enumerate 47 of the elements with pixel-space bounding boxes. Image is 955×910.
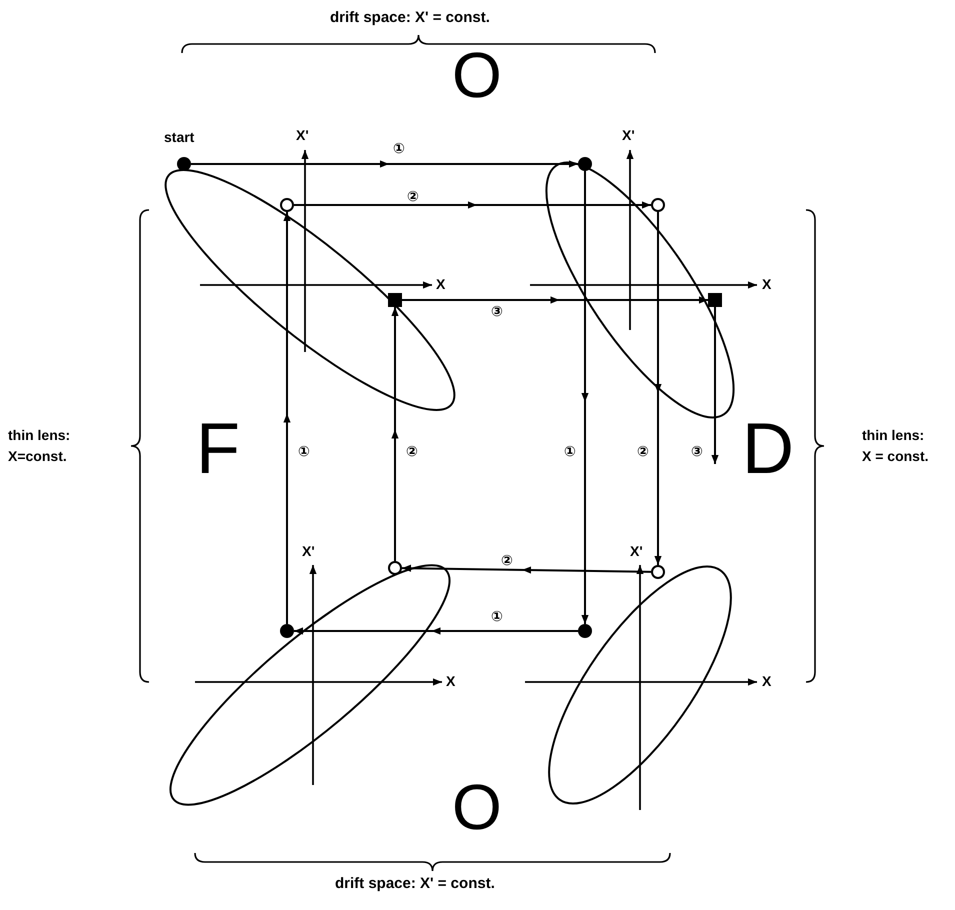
edge-label: ② [636,445,650,459]
arrow [654,212,662,565]
axis-label: X [436,277,446,292]
hollow-point-marker [388,561,402,575]
arrow [391,307,399,561]
arrow [402,564,652,574]
brace-label: drift space: X' = const. [330,10,490,26]
edge-label: ② [500,554,514,568]
axis-label: X [446,674,456,690]
point-marker [177,157,191,171]
brace-label: drift space: X' = const. [335,876,495,892]
arrow [294,627,578,635]
arrow [191,160,578,168]
edge-label: ① [490,610,504,624]
section-letter: F [196,410,240,490]
axis-label: X [762,674,772,690]
point-marker [280,624,294,638]
section-letter: D [742,410,794,490]
hollow-point-marker [280,198,294,212]
arrow [711,307,719,464]
point-caption: start [164,130,194,146]
square-point-marker [388,293,402,307]
point-marker [578,624,592,638]
axis-label: X' [622,128,635,144]
edge-label: ③ [490,305,504,319]
square-point-marker [708,293,722,307]
axis-label: X' [302,544,315,560]
arrow [581,171,589,624]
edge-label: ① [297,445,311,459]
edge-label: ① [563,445,577,459]
arrow [283,212,291,624]
arrow [402,296,708,304]
axis-label: X [762,277,772,292]
edge-label: ③ [690,445,704,459]
section-letter: O [452,40,502,110]
arrow [294,201,651,209]
point-marker [578,157,592,171]
axis-label: X' [630,544,643,560]
brace-label: thin lens: X = const. [862,426,930,466]
section-letter: O [452,772,502,842]
axis-label: X' [296,128,309,144]
brace-label: thin lens: X=const. [8,426,72,466]
hollow-point-marker [651,565,665,579]
edge-label: ① [392,142,406,156]
hollow-point-marker [651,198,665,212]
edge-label: ② [405,445,419,459]
edge-label: ② [406,190,420,204]
